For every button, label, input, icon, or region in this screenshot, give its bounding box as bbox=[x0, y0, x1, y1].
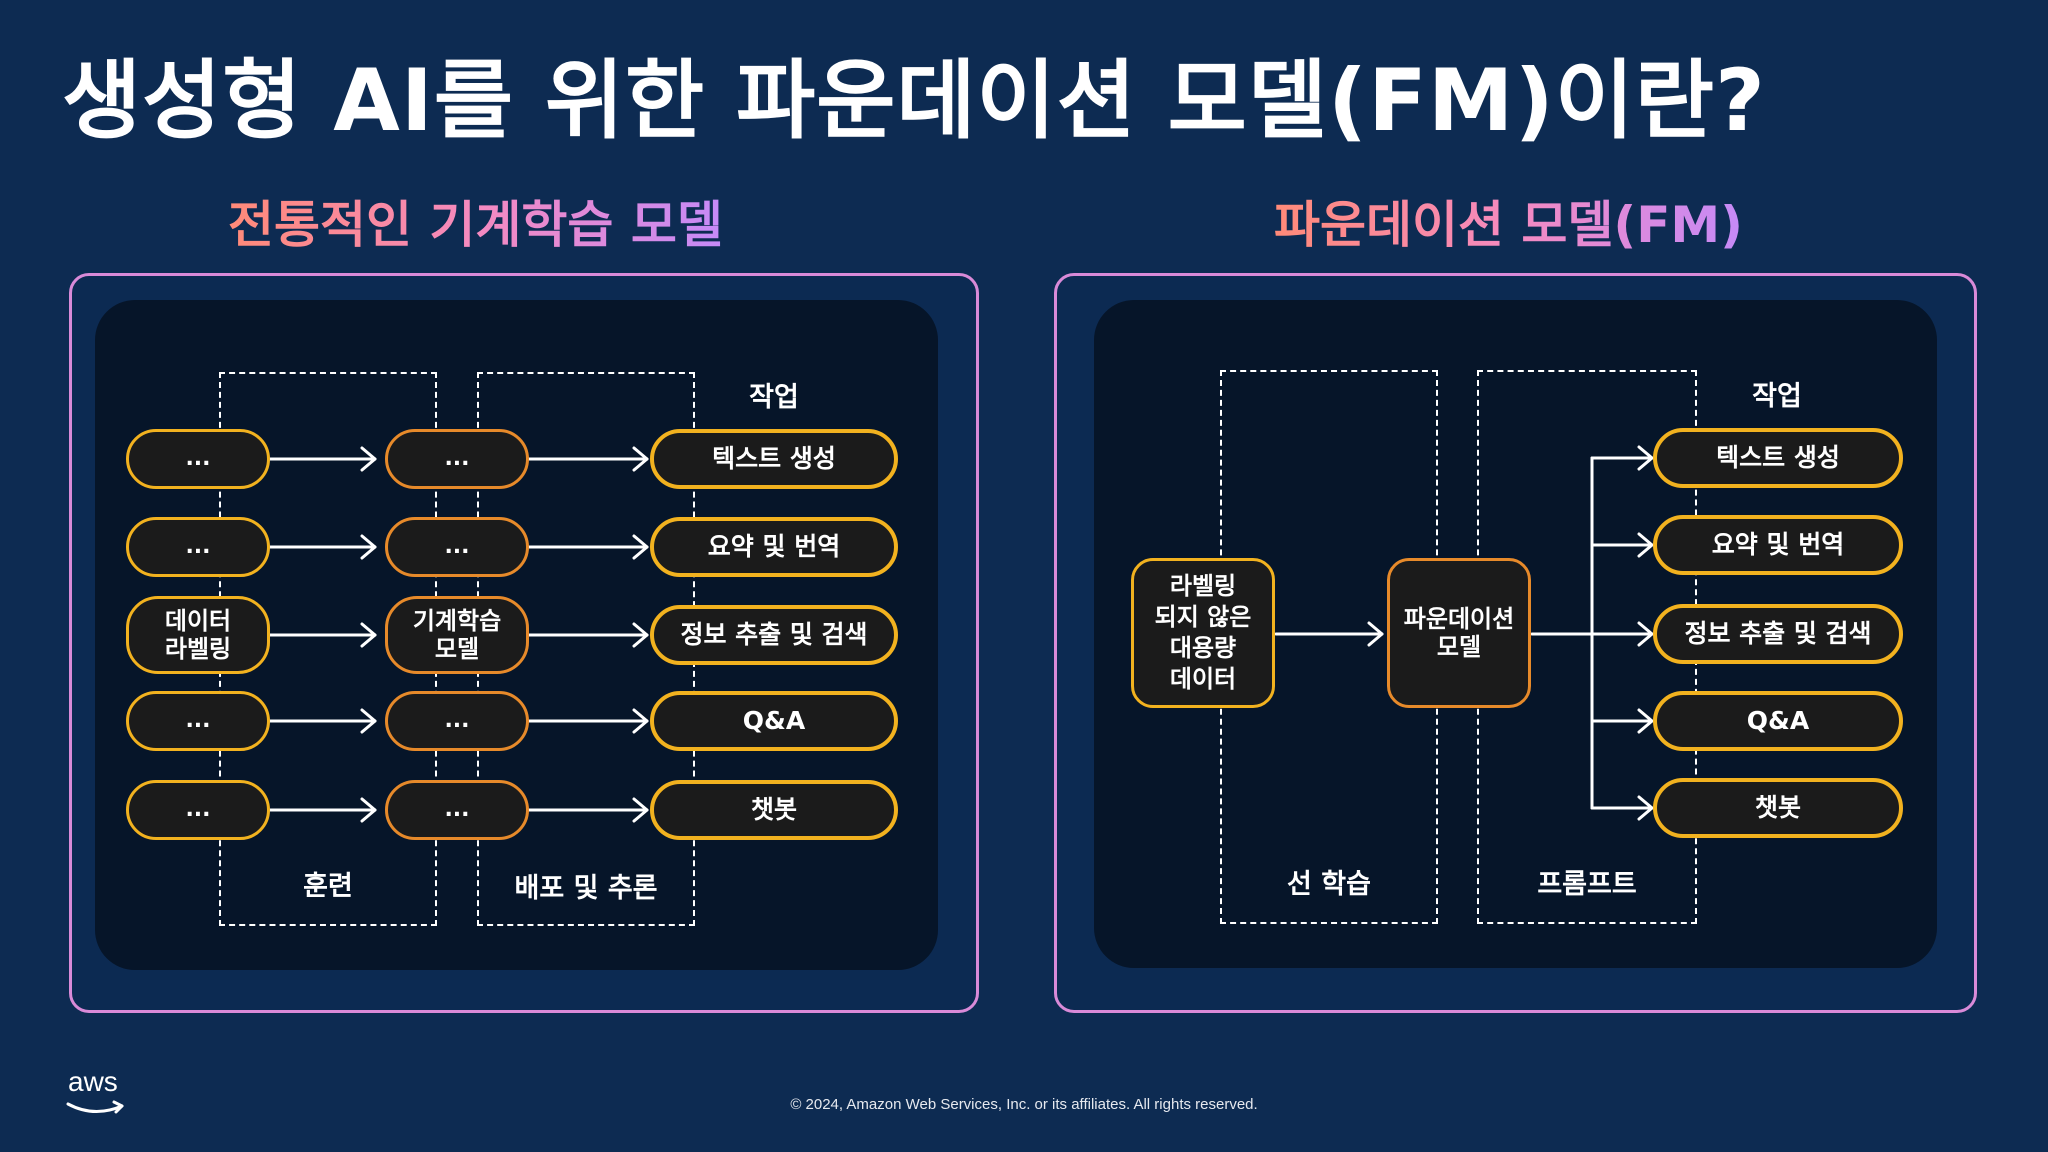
aws-logo-text: aws bbox=[68, 1066, 118, 1097]
arrow-model-to-task-5 bbox=[527, 797, 649, 823]
model-node-2: ... bbox=[385, 517, 529, 577]
left-task-qa: Q&A bbox=[650, 691, 898, 751]
prompt-stage-label: 프롬프트 bbox=[1537, 869, 1637, 900]
left-task-chatbot: 챗봇 bbox=[650, 780, 898, 840]
data-node-4: ... bbox=[126, 691, 270, 751]
arrow-fm-to-task-4 bbox=[1590, 708, 1654, 734]
page-title: 생성형 AI를 위한 파운데이션 모델(FM)이란? bbox=[62, 51, 1766, 151]
foundation-model-node: 파운데이션 모델 bbox=[1387, 558, 1531, 708]
arrow-unlabeled-data-to-fm bbox=[1274, 621, 1384, 647]
model-node-4: ... bbox=[385, 691, 529, 751]
left-task-summary-translation: 요약 및 번역 bbox=[650, 517, 898, 577]
model-node-5: ... bbox=[385, 780, 529, 840]
deploy-stage-label: 배포 및 추론 bbox=[514, 873, 658, 904]
left-task-info-extraction: 정보 추출 및 검색 bbox=[650, 605, 898, 665]
right-tasks-label: 작업 bbox=[1752, 381, 1802, 412]
training-stage-label: 훈련 bbox=[303, 871, 353, 902]
arrow-data-to-model-3 bbox=[268, 622, 377, 648]
copyright-footer: © 2024, Amazon Web Services, Inc. or its… bbox=[790, 1096, 1258, 1113]
unlabeled-data-node: 라벨링 되지 않은 대용량 데이터 bbox=[1131, 558, 1275, 708]
arrow-model-to-task-4 bbox=[527, 708, 649, 734]
arrow-fm-to-task-3 bbox=[1590, 621, 1654, 647]
left-tasks-label: 작업 bbox=[749, 382, 799, 413]
arrow-model-to-task-3 bbox=[527, 622, 649, 648]
data-labeling-node: 데이터 라벨링 bbox=[126, 596, 270, 674]
left-task-text-generation: 텍스트 생성 bbox=[650, 429, 898, 489]
arrow-model-to-task-2 bbox=[527, 534, 649, 560]
arrow-model-to-task-1 bbox=[527, 446, 649, 472]
arrow-data-to-model-1 bbox=[268, 446, 377, 472]
arrow-fm-to-task-1 bbox=[1590, 445, 1654, 471]
aws-smile-icon bbox=[66, 1100, 124, 1114]
arrow-data-to-model-5 bbox=[268, 797, 377, 823]
ml-model-node: 기계학습 모델 bbox=[385, 596, 529, 674]
model-node-1: ... bbox=[385, 429, 529, 489]
arrow-data-to-model-4 bbox=[268, 708, 377, 734]
right-task-chatbot: 챗봇 bbox=[1653, 778, 1903, 838]
arrow-fm-to-task-2 bbox=[1590, 532, 1654, 558]
aws-logo: aws bbox=[64, 1066, 134, 1116]
data-node-1: ... bbox=[126, 429, 270, 489]
pretraining-stage-label: 선 학습 bbox=[1287, 869, 1371, 900]
arrow-fm-to-task-5 bbox=[1590, 795, 1654, 821]
arrow-data-to-model-2 bbox=[268, 534, 377, 560]
right-task-qa: Q&A bbox=[1653, 691, 1903, 751]
data-node-5: ... bbox=[126, 780, 270, 840]
traditional-ml-heading: 전통적인 기계학습 모델 bbox=[228, 185, 723, 257]
right-task-summary-translation: 요약 및 번역 bbox=[1653, 515, 1903, 575]
data-node-2: ... bbox=[126, 517, 270, 577]
foundation-model-heading: 파운데이션 모델(FM) bbox=[1274, 185, 1743, 257]
right-task-info-extraction: 정보 추출 및 검색 bbox=[1653, 604, 1903, 664]
right-task-text-generation: 텍스트 생성 bbox=[1653, 428, 1903, 488]
